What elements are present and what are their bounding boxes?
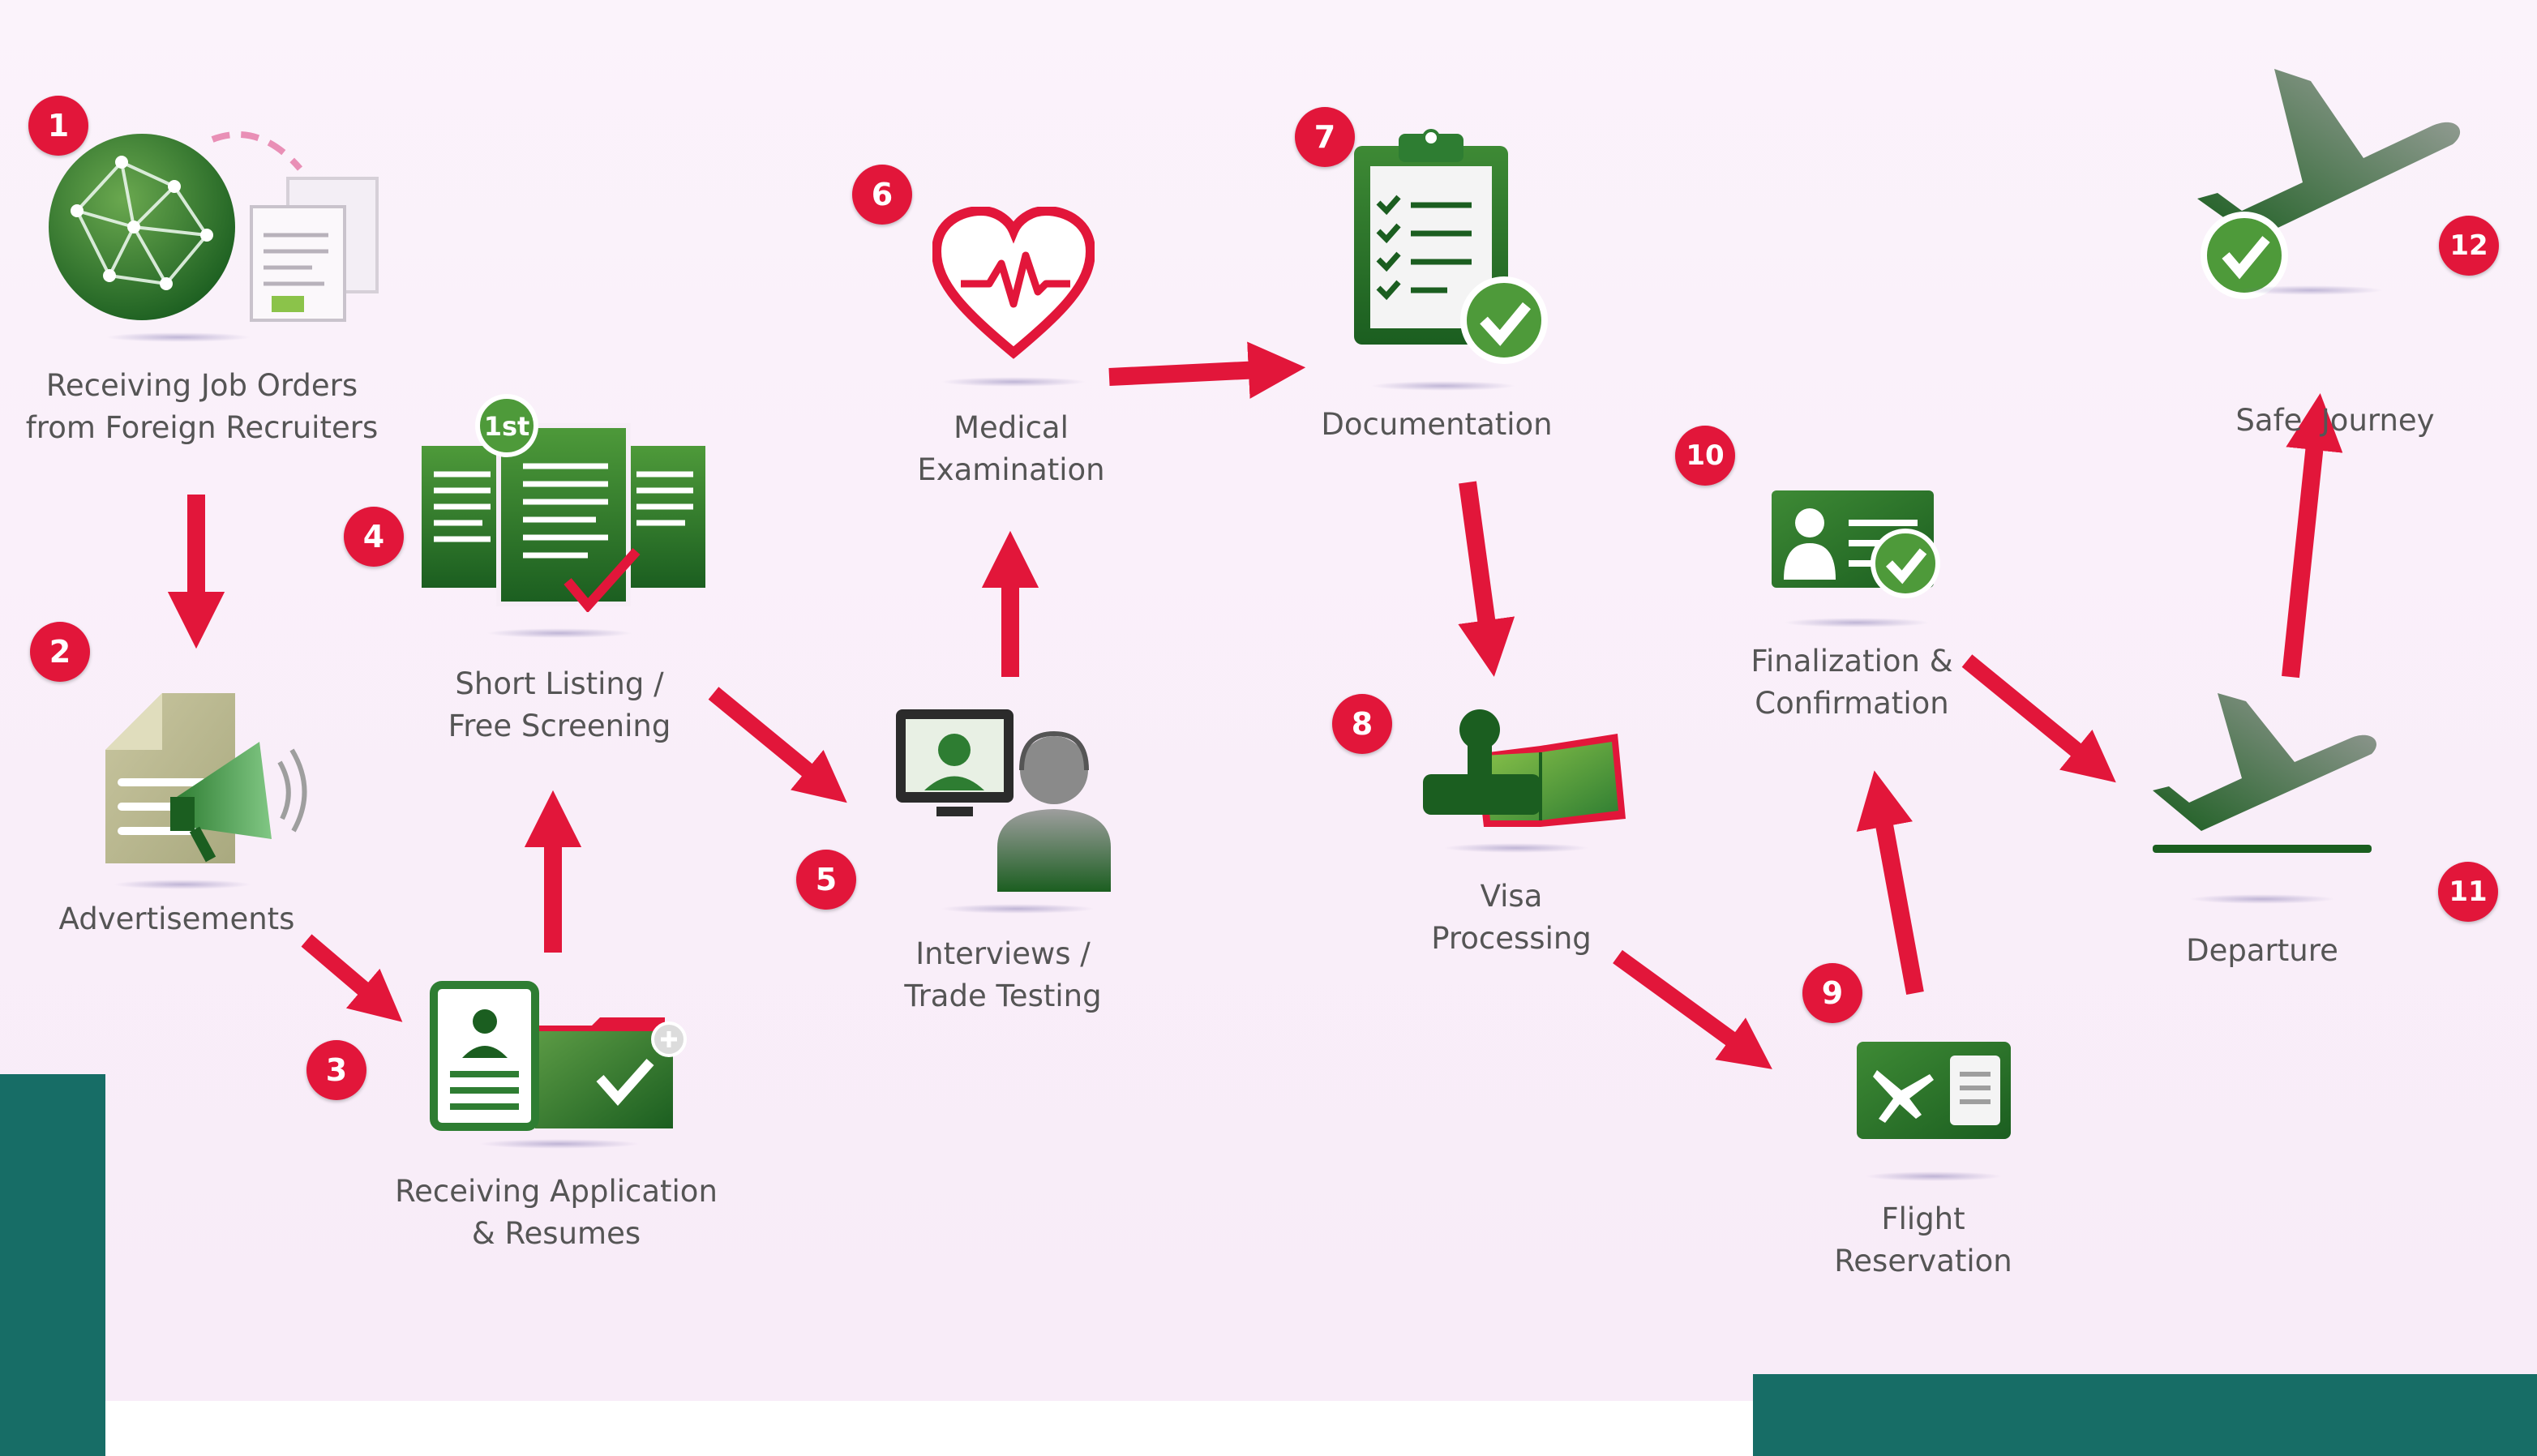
teal-corner-block-right xyxy=(1753,1374,2537,1456)
first-rank-badge: 1st xyxy=(484,411,530,442)
step-5-number: 5 xyxy=(796,850,856,910)
clipboard-check-icon xyxy=(1354,129,1548,364)
step-2-number: 2 xyxy=(30,622,90,682)
airplane-check-icon xyxy=(2197,69,2461,299)
icon-shadow xyxy=(478,1139,641,1149)
step-5-label: Interviews /Trade Testing xyxy=(904,936,1102,1013)
step-12-label: Safe Journey xyxy=(2235,403,2435,438)
step-3-number: 3 xyxy=(306,1040,366,1100)
arrow-10-to-11 xyxy=(1961,654,2116,783)
arrow-8-to-9 xyxy=(1613,949,1772,1069)
step-6-number: 6 xyxy=(852,165,912,225)
icon-shadow xyxy=(114,880,251,889)
arrow-7-to-8 xyxy=(1458,481,1515,677)
stamp-passport-icon xyxy=(1423,709,1626,827)
icon-shadow xyxy=(105,332,251,342)
step-10-label: Finalization &Confirmation xyxy=(1751,644,1953,721)
megaphone-document-icon xyxy=(105,693,307,863)
profile-card-check-icon xyxy=(1772,490,1940,598)
arrow-11-to-12 xyxy=(2282,392,2343,679)
step-4-number: 4 xyxy=(344,507,404,567)
flow-arrows xyxy=(167,131,2343,1069)
icon-shadow xyxy=(2189,894,2335,904)
icon-shadow xyxy=(941,377,1086,387)
icon-shadow xyxy=(1784,618,1930,627)
step-7-label: Documentation xyxy=(1321,407,1553,442)
step-11-number: 11 xyxy=(2438,862,2498,922)
step-3-label: Receiving Application& Resumes xyxy=(395,1174,718,1251)
step-12-number: 12 xyxy=(2439,216,2499,276)
icon-shadow xyxy=(1865,1171,2003,1181)
step-10-number: 10 xyxy=(1675,426,1735,486)
step-4-label: Short Listing /Free Screening xyxy=(448,666,671,743)
teal-corner-block-left xyxy=(0,1074,105,1456)
id-card-folder-icon xyxy=(430,981,687,1131)
arrow-9-to-10 xyxy=(1856,770,1924,995)
step-9-number: 9 xyxy=(1802,963,1862,1023)
step-11-label: Departure xyxy=(2186,933,2338,968)
icon-shadow xyxy=(1443,843,1589,853)
video-interview-icon xyxy=(896,709,1111,892)
dashed-connector xyxy=(211,131,303,171)
globe-documents-icon xyxy=(49,134,379,322)
icon-shadow xyxy=(486,628,632,638)
arrow-2-to-3 xyxy=(301,934,403,1022)
airplane-takeoff-icon xyxy=(2153,693,2376,853)
arrow-6-to-7 xyxy=(1108,341,1306,399)
step-2-label: Advertisements xyxy=(58,901,295,936)
step-8-number: 8 xyxy=(1332,694,1392,754)
process-diagram: 1st xyxy=(0,0,2537,1401)
icon-shadow xyxy=(941,904,1095,914)
step-7-number: 7 xyxy=(1295,107,1355,167)
heart-pulse-icon xyxy=(932,207,1095,359)
icon-shadow xyxy=(2238,285,2384,295)
icon-shadow xyxy=(1370,381,1516,391)
step-1-number: 1 xyxy=(28,96,88,156)
shortlist-documents-icon: 1st xyxy=(422,394,705,612)
arrow-4-to-5 xyxy=(708,687,847,803)
flight-ticket-icon xyxy=(1857,1042,2011,1139)
